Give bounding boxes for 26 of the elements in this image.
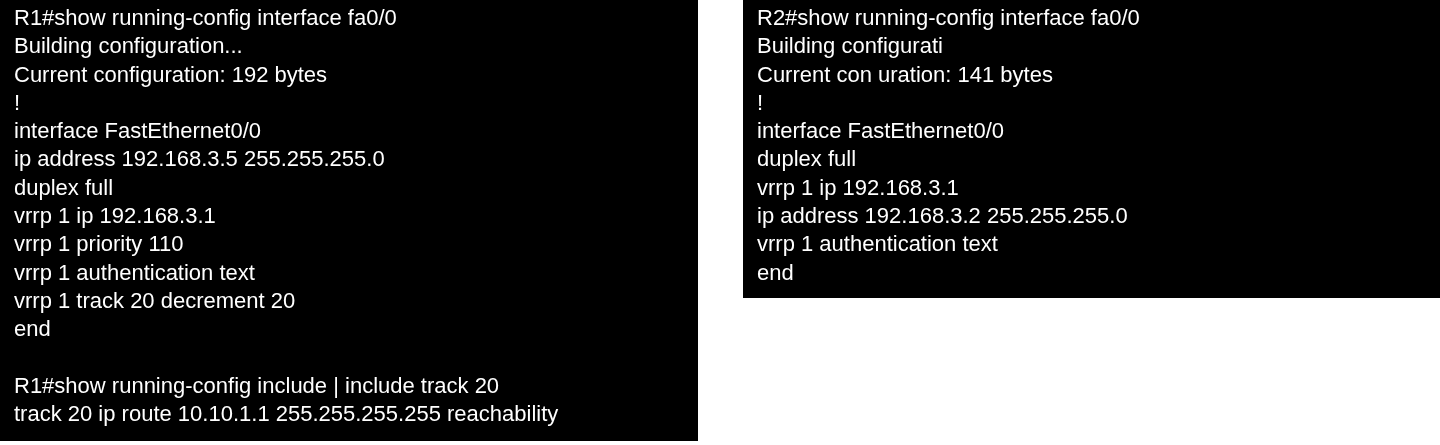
config-line: duplex full [757,145,857,174]
config-line: end [757,258,794,287]
config-line: interface FastEthernet0/0 [757,117,1005,146]
terminal-panel [743,0,1440,298]
config-line: vrrp 1 track 20 decrement 20 [14,286,296,315]
config-line: vrrp 1 ip 192.168.3.1 [757,173,959,202]
config-line: ip address 192.168.3.5 255.255.255.0 [14,145,385,174]
config-line: Building configuration... [14,32,243,61]
config-line: ! [14,88,21,117]
config-line: duplex full [14,173,114,202]
config-line: vrrp 1 priority 110 [14,230,184,259]
config-line: Current configuration: 192 bytes [14,60,328,89]
config-line: vrrp 1 authentication text [14,258,255,287]
terminal-panel [0,0,698,441]
config-line: interface FastEthernet0/0 [14,117,262,146]
config-line: track 20 ip route 10.10.1.1 255.255.255.255 reachability [14,399,559,428]
config-line: ! [757,88,764,117]
config-line: vrrp 1 ip 192.168.3.1 [14,202,216,231]
config-line: Building configurati [757,32,943,61]
config-line: Current con uration: 141 bytes [757,60,1053,89]
config-line: R1#show running-config include | include track 20 [14,371,500,400]
config-line: end [14,315,51,344]
config-line: R2#show running-config interface fa0/0 [757,4,1140,32]
config-line: vrrp 1 authentication text [757,230,998,259]
config-line: R1#show running-config interface fa0/0 [14,4,397,32]
config-line: ip address 192.168.3.2 255.255.255.0 [757,202,1128,231]
